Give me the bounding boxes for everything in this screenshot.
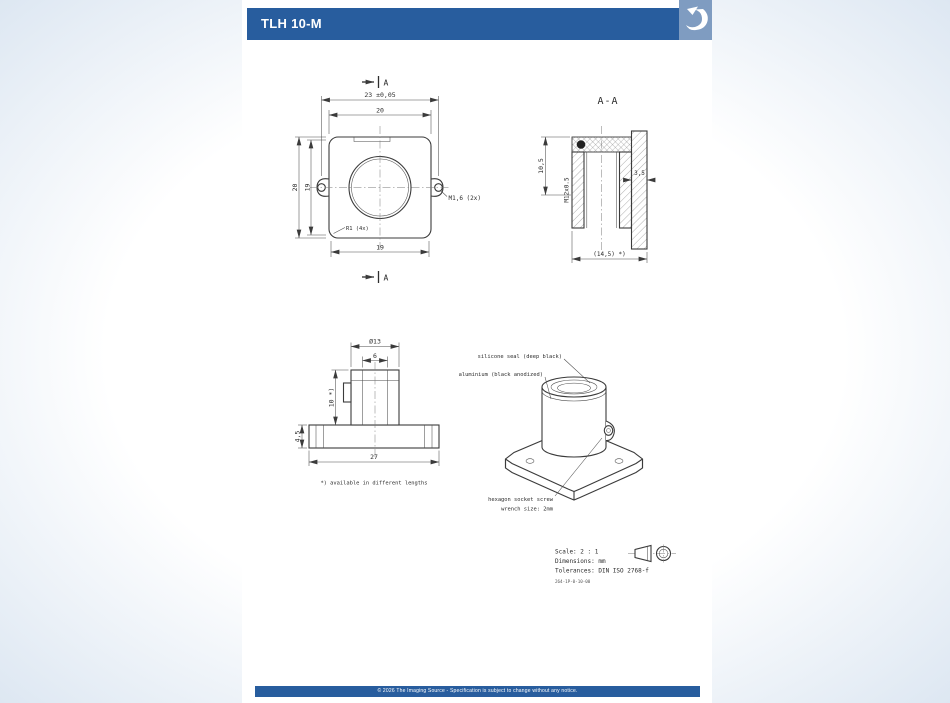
wall-left-section [571,151,585,229]
section-dimension-lines [543,136,656,262]
seal-label: silicone seal (deep black) [478,354,562,360]
dim-bore-label: 6 [373,352,377,360]
imaging-source-logo [679,0,712,40]
dim-body-width-label: 20 [376,107,384,115]
dim-body-height-label: 20 [291,184,299,192]
front-dimension-lines [296,97,448,255]
scale-text: Scale: 2 : 1 [555,549,599,556]
seal-dot [576,140,586,149]
projection-symbol-icon [628,544,676,563]
imaging-source-logo-glyph [686,6,708,31]
dim-flange-width-label: 27 [370,453,378,461]
length-footnote: *) available in different lengths [320,481,427,487]
tolerances-text: Tolerances: DIN ISO 2768-f [555,568,649,575]
front-centerlines [310,126,450,249]
dim-flange-height-label: 4,5 [294,431,302,443]
section-letter-bottom: A [384,274,389,283]
corner-radius-label: R1 (4x) [346,226,369,232]
side-view: Ø13 6 10 *) 4,5 27 *) available in diffe… [294,338,440,487]
iso-plate-holes [525,458,624,464]
section-title: A-A [597,96,618,107]
iso-plate-vertical-edges [504,459,644,500]
iso-screw-socket [606,428,611,433]
datasheet-page: TLH 10-M [242,0,712,703]
section-mark-top: A [362,76,389,88]
section-letter-top: A [384,79,389,88]
isometric-view: silicone seal (deep black) aluminium (bl… [459,354,644,513]
wall-right-section [618,151,633,229]
iso-seal-lower-edge [541,390,607,402]
dimensions-text: Dimensions: mm [555,558,606,565]
side-dimension-lines [299,344,440,465]
section-view: A-A [537,96,656,263]
dim-inner-height-label: 19 [304,184,312,192]
thread-lines [586,152,617,228]
iso-bore-opening [550,379,598,395]
flange-plate [308,424,440,449]
dim-bottom-width-label: 19 [376,244,384,252]
iso-leader-lines [544,358,603,497]
material-label: aluminium (black anodized) [459,372,543,378]
dim-overall-label: (14,5) *) [593,251,626,258]
dim-flange-thickness-label: 3,5 [634,170,645,177]
footer-bar: © 2026 The Imaging Source - Specificatio… [255,686,700,697]
iso-bore-inner [557,382,591,394]
thread-spec-label: M12x0.5 [564,177,571,203]
iso-cylinder-fill [542,385,606,457]
section-mark-bottom: A [362,271,389,283]
title-block: Scale: 2 : 1 Dimensions: mm Tolerances: … [555,544,676,584]
page-title: TLH 10-M [261,16,322,31]
screw-label-line1: hexagon socket screw [488,497,554,503]
dim-ear-holes-label: 23 ±0,05 [364,91,395,99]
flange-section [630,130,648,250]
dim-thread-depth-label: 10,5 [537,158,545,174]
drawing-number-text: 264-1P-0-10-00 [555,579,591,584]
screw-label-line2: wrench size: 2mm [501,507,553,513]
dim-barrel-length-label: 10 *) [328,388,336,408]
ear-thread-label: M1,6 (2x) [449,195,482,202]
front-view: 23 ±0,05 20 20 19 19 M1,6 (2x) R1 (4x) A… [291,76,481,283]
dim-diameter-label: Ø13 [369,338,381,346]
top-slot [353,137,391,142]
header-bar: TLH 10-M [247,0,712,40]
set-screw-boss [342,382,352,403]
footer-text: © 2026 The Imaging Source - Specificatio… [377,688,578,694]
technical-drawing: 23 ±0,05 20 20 19 19 M1,6 (2x) R1 (4x) A… [291,76,676,584]
iso-set-screw [603,425,614,436]
